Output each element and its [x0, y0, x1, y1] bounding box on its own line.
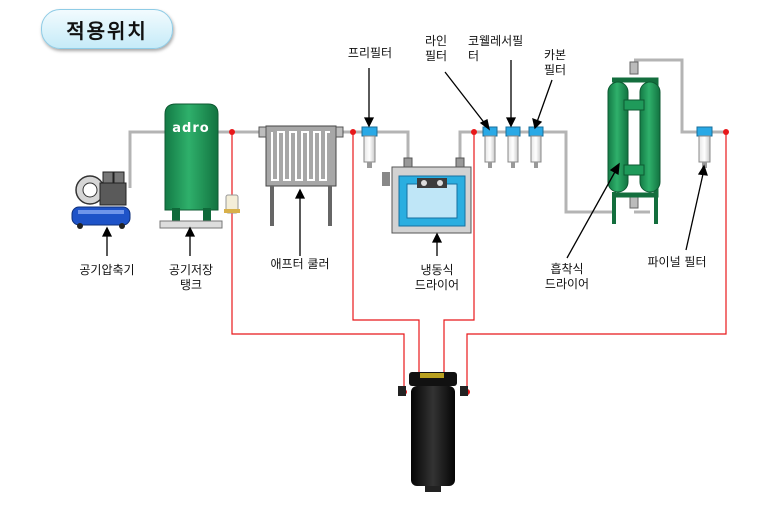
pre-filter — [361, 126, 378, 168]
coalescer-filter — [505, 126, 521, 168]
aftercooler — [258, 125, 344, 226]
label-final-filter: 파이널 필터 — [647, 255, 707, 269]
refrigerated-dryer — [382, 157, 472, 234]
section-title: 적용위치 — [41, 9, 173, 49]
label-pre-filter: 프리필터 — [347, 46, 393, 60]
drain-lines — [231, 132, 727, 392]
drain-filter-product — [398, 372, 468, 492]
final-filter — [696, 126, 713, 168]
pointer-arrows — [101, 60, 708, 259]
air-storage-tank: adro — [159, 103, 240, 229]
tank-logo: adro — [172, 121, 209, 136]
air-compressor — [71, 171, 131, 229]
desiccant-dryer — [607, 61, 661, 224]
label-desiccant-dryer: 흡착식 드라이어 — [544, 262, 590, 291]
label-refrigerated-dryer: 냉동식 드라이어 — [414, 263, 460, 292]
label-air-compressor: 공기압축기 — [79, 263, 135, 277]
carbon-filter — [528, 126, 544, 168]
label-aftercooler: 애프터 쿨러 — [270, 257, 330, 271]
line-filter — [482, 126, 498, 168]
label-line-filter: 라인 필터 — [424, 34, 448, 63]
label-coalescer-filter: 코웰레서필 터 — [468, 34, 524, 63]
label-air-storage-tank: 공기저장 탱크 — [168, 263, 214, 292]
label-carbon-filter: 카본 필터 — [543, 48, 567, 77]
